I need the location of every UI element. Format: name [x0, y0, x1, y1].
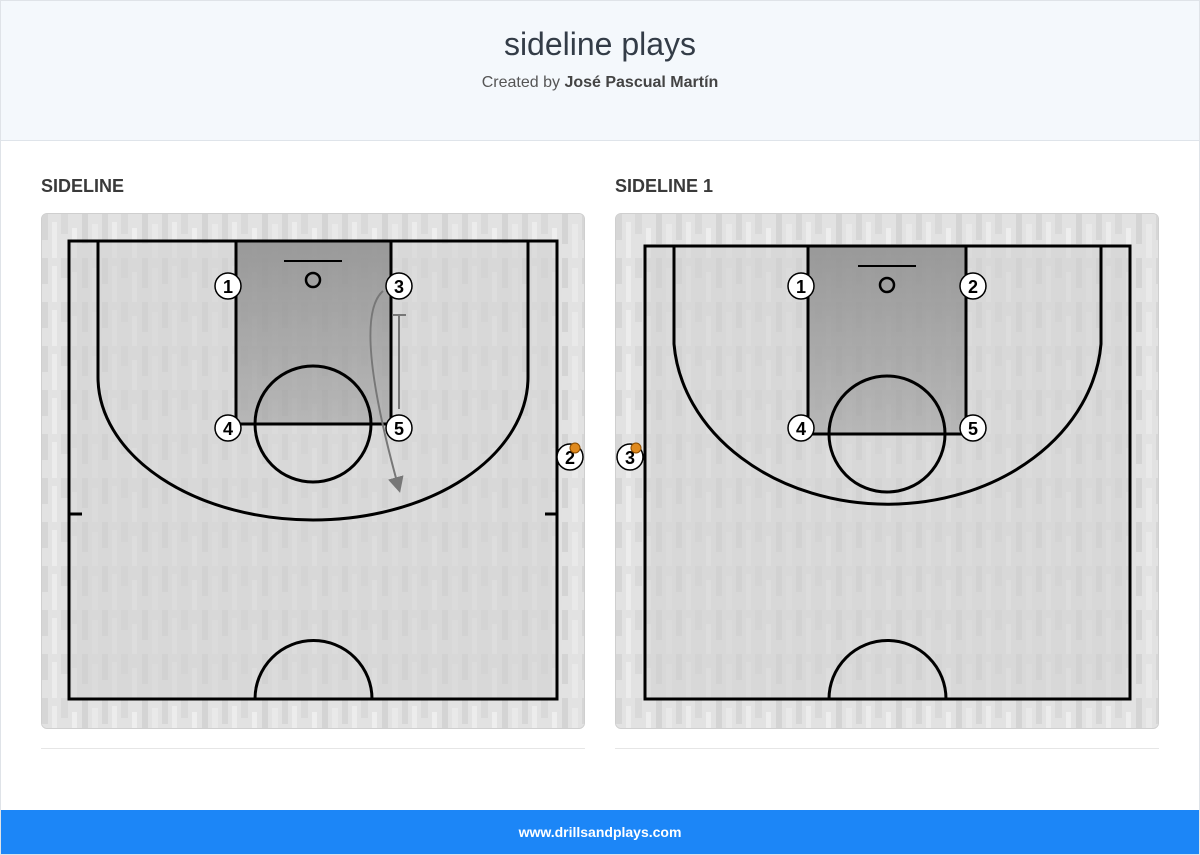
- author-byline: Created by José Pascual Martín: [1, 74, 1199, 92]
- byline-prefix: Created by: [481, 74, 560, 91]
- player-number: 2: [968, 277, 978, 297]
- player-number: 1: [796, 277, 806, 297]
- player-4: 4: [787, 414, 815, 442]
- court-lines: [67, 239, 559, 701]
- author-name: José Pascual Martín: [564, 74, 719, 91]
- diagram-title: SIDELINE: [41, 176, 125, 196]
- court-svg: 1 2 4 5 3: [616, 214, 1158, 728]
- court-lines: [643, 244, 1132, 701]
- page-header: sideline plays Created by José Pascual M…: [1, 1, 1199, 141]
- court-svg: 1 3 4 5 2: [42, 214, 584, 728]
- ball-icon: [569, 442, 581, 454]
- paint-area: [236, 241, 391, 424]
- court-diagram: 1 2 4 5 3: [615, 213, 1159, 729]
- player-1: 1: [787, 272, 815, 300]
- player-5: 5: [959, 414, 987, 442]
- divider: [41, 748, 585, 749]
- player-number: 5: [968, 419, 978, 439]
- site-footer: www.drillsandplays.com: [1, 810, 1199, 854]
- divider: [615, 748, 1159, 749]
- hoop: [878, 276, 896, 294]
- player-4: 4: [214, 414, 242, 442]
- diagram-panel-sideline: SIDELINE: [41, 170, 585, 749]
- player-number: 4: [796, 419, 806, 439]
- player-3: 3: [385, 272, 413, 300]
- player-number: 1: [223, 277, 233, 297]
- player-number: 3: [625, 448, 635, 468]
- player-5: 5: [385, 414, 413, 442]
- player-2: 2: [959, 272, 987, 300]
- paint-area: [808, 246, 966, 434]
- footer-link[interactable]: www.drillsandplays.com: [518, 824, 682, 840]
- player-1: 1: [214, 272, 242, 300]
- ball-icon: [630, 442, 642, 454]
- player-number: 3: [394, 277, 404, 297]
- diagram-panel-sideline-1: SIDELINE 1: [615, 170, 1159, 749]
- page-title: sideline plays: [503, 26, 697, 62]
- player-number: 4: [223, 419, 233, 439]
- cut-arrow: [369, 290, 404, 493]
- hoop: [304, 271, 322, 289]
- diagram-title: SIDELINE 1: [615, 176, 714, 196]
- player-number: 5: [394, 419, 404, 439]
- court-diagram: 1 3 4 5 2: [41, 213, 585, 729]
- player-2-ball-handler: 2: [556, 442, 584, 471]
- player-3-ball-handler: 3: [616, 442, 644, 471]
- player-number: 2: [565, 448, 575, 468]
